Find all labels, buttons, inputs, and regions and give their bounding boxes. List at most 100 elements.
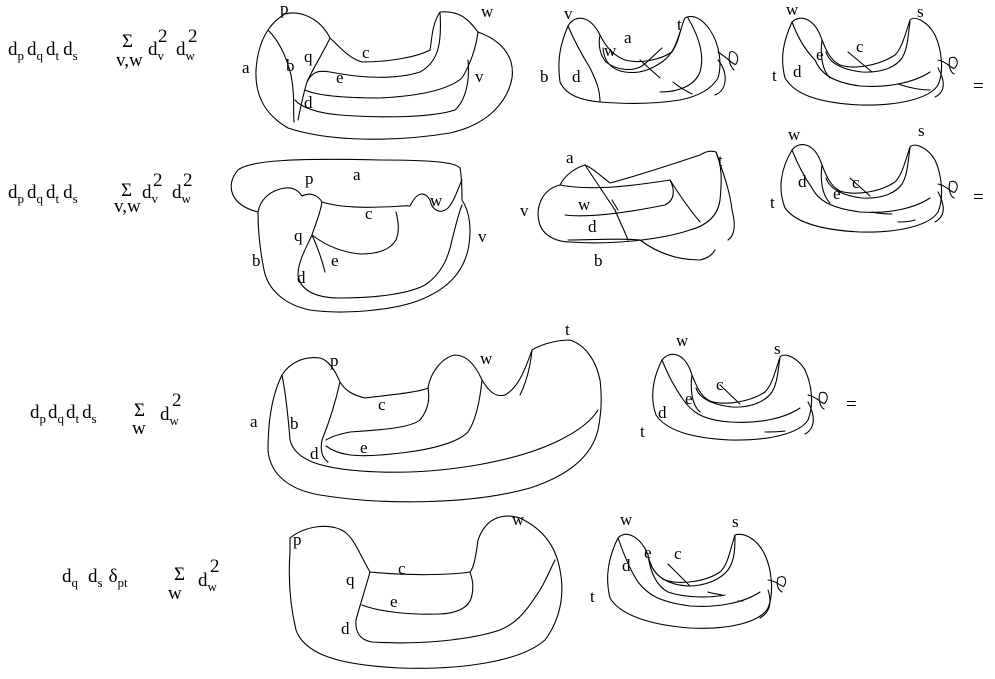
- label-b: b: [540, 67, 549, 86]
- equals-sign: =: [973, 187, 984, 208]
- label-c: c: [365, 204, 373, 223]
- row-2-surface-1: p a c w v q b e d: [230, 158, 487, 313]
- label-q: q: [304, 47, 313, 66]
- label-p: p: [293, 530, 302, 549]
- label-w: w: [512, 510, 525, 529]
- label-v: v: [478, 227, 487, 246]
- label-t: t: [590, 587, 595, 606]
- row-3-surface-3: w s c e d t: [640, 331, 828, 441]
- label-v: v: [520, 201, 529, 220]
- label-q: q: [346, 570, 355, 589]
- label-c: c: [674, 544, 682, 563]
- label-d: d: [588, 217, 597, 236]
- label-a: a: [242, 58, 250, 77]
- label-c: c: [716, 375, 724, 394]
- label-t: t: [772, 66, 777, 85]
- sum-symbol: Σ: [134, 400, 145, 421]
- label-q: q: [294, 226, 303, 245]
- label-c: c: [398, 559, 406, 578]
- row-4-surface-1: p w q c e d: [288, 510, 563, 669]
- row-1-surface-1: p w a b q c e v d: [242, 0, 513, 140]
- label-d: d: [658, 403, 667, 422]
- label-a: a: [353, 165, 361, 184]
- label-t: t: [770, 193, 775, 212]
- svg-text:dw: dw: [198, 570, 218, 594]
- label-d: d: [310, 444, 319, 463]
- label-c: c: [852, 173, 860, 192]
- label-w: w: [481, 2, 494, 21]
- label-w: w: [578, 195, 591, 214]
- label-e: e: [644, 543, 652, 562]
- row-1-surface-3: w s e c t d: [772, 0, 958, 106]
- row-2-surface-2: a t w v d b: [520, 148, 735, 270]
- label-e: e: [685, 389, 693, 408]
- label-b: b: [594, 251, 603, 270]
- svg-text:dw: dw: [172, 182, 192, 206]
- label-d: d: [622, 556, 631, 575]
- svg-text:2: 2: [158, 26, 168, 47]
- equals-sign: =: [846, 394, 857, 415]
- label-c: c: [362, 43, 370, 62]
- label-t: t: [640, 422, 645, 441]
- label-w: w: [786, 0, 799, 19]
- label-s: s: [732, 512, 739, 531]
- svg-text:dv: dv: [142, 182, 159, 206]
- svg-text:dv: dv: [148, 39, 165, 63]
- label-a: a: [624, 28, 632, 47]
- label-b: b: [286, 56, 295, 75]
- label-d: d: [297, 268, 306, 287]
- label-w: w: [676, 331, 689, 350]
- sum-subscript: v,w: [116, 50, 143, 71]
- svg-text:2: 2: [188, 26, 198, 47]
- row-4-surface-3: w s e c d t: [590, 510, 787, 629]
- label-d: d: [341, 619, 350, 638]
- label-e: e: [816, 45, 824, 64]
- label-w: w: [620, 510, 633, 529]
- label-a: a: [566, 148, 574, 167]
- svg-text:2: 2: [153, 170, 163, 191]
- label-s: s: [918, 121, 925, 140]
- label-p: p: [280, 0, 289, 18]
- label-t: t: [565, 320, 570, 339]
- label-d: d: [572, 67, 581, 86]
- label-a: a: [250, 412, 258, 431]
- equals-sign: =: [973, 76, 984, 97]
- row-1-surface-2: v t a w b d: [540, 4, 739, 104]
- label-t: t: [718, 151, 723, 170]
- label-d: d: [798, 172, 807, 191]
- label-b: b: [252, 251, 261, 270]
- label-b: b: [290, 414, 299, 433]
- sum-subscript: v,w: [114, 196, 141, 217]
- label-w: w: [480, 349, 493, 368]
- label-s: s: [774, 339, 781, 358]
- label-p: p: [330, 351, 339, 370]
- label-d: d: [793, 62, 802, 81]
- sum-symbol: Σ: [174, 564, 185, 585]
- svg-text:dw: dw: [176, 39, 196, 63]
- label-v: v: [475, 67, 484, 86]
- row-2-surface-3: w s d t c e: [770, 121, 958, 233]
- label-w: w: [430, 191, 443, 210]
- label-e: e: [336, 68, 344, 87]
- label-d: d: [304, 93, 313, 112]
- sum-subscript: w: [168, 583, 182, 604]
- label-v: v: [564, 4, 573, 23]
- label-s: s: [917, 2, 924, 21]
- label-w: w: [788, 125, 801, 144]
- label-t: t: [677, 15, 682, 34]
- svg-text:2: 2: [172, 390, 182, 411]
- svg-text:dw: dw: [160, 404, 180, 428]
- label-e: e: [331, 251, 339, 270]
